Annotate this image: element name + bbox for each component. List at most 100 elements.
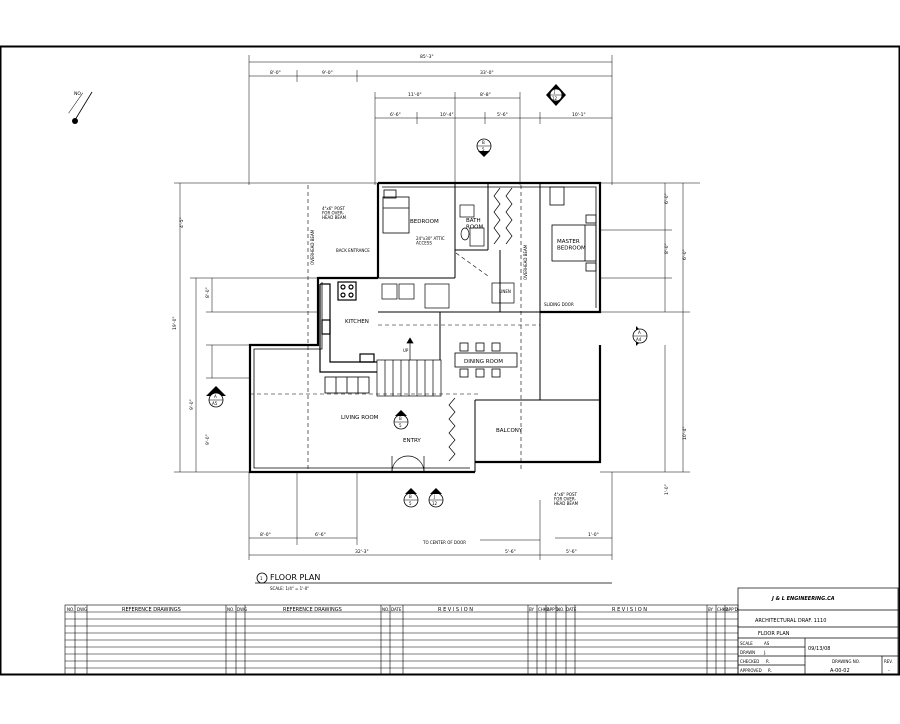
approved-label: APPROVED: [740, 668, 762, 673]
top-dim-0: 8'-0": [270, 70, 281, 76]
drawing-number: A-00-02: [830, 668, 850, 674]
col-dwg-2: DWG: [237, 607, 247, 612]
marker-letter: A: [214, 394, 217, 399]
bottom-dim-0: 8'-0": [260, 532, 271, 538]
room-kitchen: KITCHEN: [345, 319, 369, 325]
top-dim-7: 5'-6": [497, 112, 508, 118]
top-dim-3: 11'-0": [408, 92, 422, 98]
drawn-value: J.: [763, 650, 766, 655]
col-appd-1: APP'D: [547, 607, 559, 612]
top-dim-6: 10'-4": [440, 112, 454, 118]
stair-label: UP: [403, 348, 409, 353]
top-dim-2: 33'-0": [480, 70, 494, 76]
col-appd-2: APP'D: [726, 607, 738, 612]
top-dim-1: 9'-0": [322, 70, 333, 76]
stairs: [376, 337, 442, 397]
room-living: LIVING ROOM: [341, 415, 379, 421]
marker-sheet: 5: [399, 423, 402, 428]
marker-letter: B: [409, 494, 412, 499]
marker-sheet: A5: [212, 401, 218, 406]
drawing-no-label: DRAWING NO.: [832, 659, 860, 664]
marker-sheet: 12: [552, 96, 558, 101]
dining-table: [454, 342, 518, 378]
department: ARCHITECTURAL DRAF. 1110: [755, 618, 826, 624]
section-marker-a-left: A A5: [206, 386, 226, 408]
col-chkd-1: CHKD: [538, 607, 550, 612]
reference-table: NO. DWG REFERENCE DRAWINGS NO. DWG REFER…: [64, 604, 739, 676]
marker-letter: J: [553, 89, 555, 94]
col-date-1: DATE: [391, 607, 402, 612]
left-dim-0: 4'-5": [179, 217, 185, 228]
col-chkd-2: CHKD: [717, 607, 729, 612]
col-dwg-1: DWG: [77, 607, 87, 612]
col-ref-1: REFERENCE DRAWINGS: [122, 607, 181, 613]
interior-walls: [378, 183, 600, 472]
left-dim-4: 9'-0": [205, 434, 211, 445]
master-bed: [549, 186, 597, 272]
col-by-2: BY: [708, 607, 714, 612]
col-date-2: DATE: [566, 607, 577, 612]
exterior-walls: [248, 181, 602, 474]
marker-letter: A: [638, 330, 641, 335]
col-no-2: NO.: [227, 607, 234, 612]
right-dim-2: 6'-0": [682, 249, 688, 260]
drawing-title: 1 FLOOR PLAN SCALE: 1/4" = 1'-0": [255, 572, 612, 591]
sheet-border: [0, 45, 900, 676]
bottom-dim-4: 5'-6": [566, 549, 577, 555]
living-sofa: [324, 376, 370, 394]
room-dining: DINING ROOM: [464, 359, 503, 365]
marker-letter: B: [482, 140, 485, 145]
checked-label: CHECKED: [740, 659, 759, 664]
left-dim-3: 9'-0": [189, 399, 195, 410]
right-dim-3: 10'-4": [682, 426, 688, 440]
bottom-dim-1: 6'-6": [315, 532, 326, 538]
rev-label: REV.: [884, 659, 893, 664]
bottom-dimensions: [248, 472, 613, 560]
col-rev-1: R E V I S I O N: [438, 607, 473, 613]
plan-scale: SCALE: 1/4" = 1'-0": [270, 586, 309, 591]
room-entry: ENTRY: [403, 438, 421, 444]
section-marker-b-bottom: B 5: [403, 488, 419, 508]
kitchen-counters: [319, 281, 377, 373]
marker-letter: B: [399, 416, 402, 421]
entry-door: [391, 455, 425, 473]
bottom-dim-3: 5'-6": [505, 549, 516, 555]
section-marker-a-right: A A4: [632, 326, 648, 346]
marker-letter: J: [433, 494, 435, 499]
drawing-date: 09/13/08: [808, 646, 830, 652]
marker-sheet: 5: [409, 501, 412, 506]
scale-value: AS: [764, 641, 770, 646]
col-no-3: NO.: [382, 607, 389, 612]
col-by-1: BY: [529, 607, 535, 612]
overhead-beam-label-right: OVERHEAD BEAM: [523, 244, 528, 280]
closet-doors: [448, 187, 513, 462]
top-dim-5: 6'-6": [390, 112, 401, 118]
section-marker-b-top: B 5: [476, 138, 492, 157]
elevation-marker-j-bottom: J 12: [428, 488, 444, 508]
overhead-beam-label-left: OVERHEAD BEAM: [310, 229, 315, 265]
company-name: J & L ENGINEERING.CA: [771, 596, 835, 602]
drawn-label: DRAWN: [740, 650, 755, 655]
room-bedroom: BEDROOM: [410, 219, 439, 225]
left-dim-1: 19'-0": [172, 316, 178, 330]
right-dim-0: 6'-0": [664, 193, 670, 204]
right-dim-4: 1'-0": [664, 484, 670, 495]
bedroom-bed: [382, 189, 410, 234]
left-dimensions: [174, 182, 378, 473]
room-balcony: BALCONY: [496, 428, 523, 434]
top-dim-4: 8'-8": [480, 92, 491, 98]
north-label: NO: [74, 91, 81, 97]
left-dim-2: 8'-0": [205, 287, 211, 298]
approved-value: R.: [768, 668, 772, 673]
detail-number: 1: [260, 576, 263, 581]
marker-sheet: 12: [432, 501, 438, 506]
col-rev-2: R E V I S I O N: [612, 607, 647, 613]
back-entrance-note: BACK ENTRANCE: [336, 248, 370, 253]
top-dim-8: 10'-1": [572, 112, 586, 118]
